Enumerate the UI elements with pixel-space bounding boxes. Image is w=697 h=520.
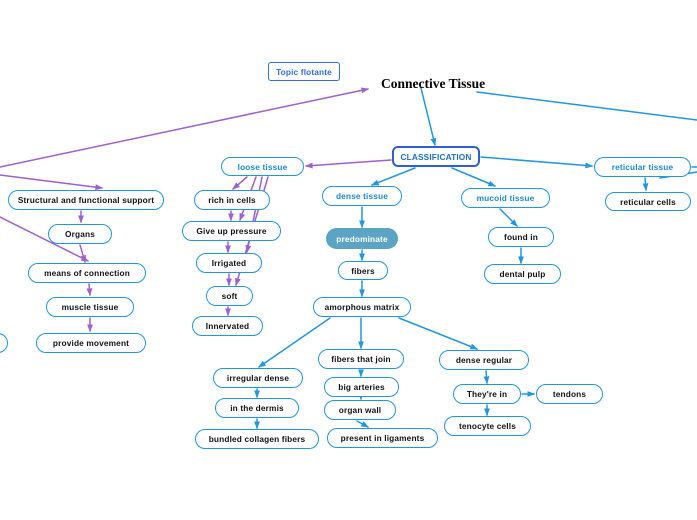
node-label: mucoid tissue <box>476 193 535 203</box>
mindmap-node-muscle-tissue[interactable]: muscle tissue <box>46 297 134 317</box>
edge-classification-to-dense-tissue[interactable] <box>370 167 416 186</box>
node-label: Topic flotante <box>276 66 332 77</box>
edge-classification-to-loose-tissue[interactable] <box>304 159 392 169</box>
edge-offscreen-left-2-to-means-connection[interactable] <box>0 216 90 262</box>
edge-classification-to-mucoid-tissue[interactable] <box>451 167 497 187</box>
node-label: fibers <box>351 265 375 276</box>
mindmap-node-means-connection[interactable]: means of connection <box>28 263 146 283</box>
node-label: dense tissue <box>335 191 389 201</box>
mindmap-node-loose-tissue[interactable]: loose tissue <box>221 157 304 176</box>
node-label: provide movement <box>52 338 130 348</box>
edge-reticular-tissue-to-reticular-cells[interactable] <box>642 177 649 192</box>
mindmap-node-dense-tissue[interactable]: dense tissue <box>322 186 402 206</box>
mindmap-node-theyre-in[interactable]: They're in <box>453 384 521 404</box>
page-title: Connective Tissue <box>381 76 486 91</box>
mindmap-node-fibers[interactable]: fibers <box>338 261 388 280</box>
mindmap-node-organ-wall[interactable]: organ wall <box>324 400 396 420</box>
node-label: dental pulp <box>499 269 546 279</box>
node-label: in the dermis <box>230 403 284 413</box>
mindmap-node-dental-pulp[interactable]: dental pulp <box>484 264 561 284</box>
node-label: loose tissue <box>237 161 288 172</box>
node-label: They're in <box>466 389 508 399</box>
mindmap-node-innervated[interactable]: Innervated <box>192 316 263 336</box>
mindmap-node-amorphous-matrix[interactable]: amorphous matrix <box>313 297 411 317</box>
node-label: irregular dense <box>226 373 290 383</box>
edge-offscreen-left-to-structural-support[interactable] <box>0 174 104 191</box>
mindmap-node-reticular-cells[interactable]: reticular cells <box>605 192 691 211</box>
node-label: tenocyte cells <box>459 421 516 431</box>
mindmap-node-irregular-dense[interactable]: irregular dense <box>213 368 303 388</box>
edge-classification-to-reticular-tissue[interactable] <box>480 156 594 169</box>
edge-dense-regular-to-theyre-in[interactable] <box>483 370 490 385</box>
edge-amorphous-matrix-to-dense-regular[interactable] <box>398 317 479 350</box>
mindmap-node-predominate[interactable]: predominate <box>326 228 398 249</box>
node-label: CLASSIFICATION <box>400 151 472 162</box>
node-label: Structural and functional support <box>17 195 155 205</box>
edge-loose-tissue-to-rich-in-cells[interactable] <box>232 176 248 190</box>
mindmap-node-organs[interactable]: Organs <box>48 224 112 244</box>
edge-offscreen-left-to-title[interactable] <box>0 87 370 168</box>
node-label: soft <box>221 291 238 301</box>
node-label: Irrigated <box>211 258 247 268</box>
node-label: bundled collagen fibers <box>208 434 306 444</box>
node-label: predominate <box>336 233 388 244</box>
mindmap-node-big-arteries[interactable]: big arteries <box>324 377 399 397</box>
mindmap-node-tendons[interactable]: tendons <box>536 384 603 404</box>
node-label: Give up pressure <box>196 226 267 236</box>
mindmap-node-tenocyte-cells[interactable]: tenocyte cells <box>444 416 531 436</box>
node-label: big arteries <box>338 382 385 392</box>
mindmap-node-floating[interactable]: Topic flotante <box>268 62 340 81</box>
edge-title-to-offscreen-right-far[interactable] <box>476 91 697 121</box>
mindmap-node-give-up-pressure[interactable]: Give up pressure <box>182 221 281 241</box>
mindmap-node-mucoid-tissue[interactable]: mucoid tissue <box>461 188 550 208</box>
node-label: reticular cells <box>620 196 676 207</box>
mindmap-node-irrigated[interactable]: Irrigated <box>196 253 262 273</box>
node-label: rich in cells <box>208 195 256 205</box>
node-label: Innervated <box>205 321 250 331</box>
edge-mucoid-tissue-to-found-in[interactable] <box>499 208 518 227</box>
mindmap-node-in-the-dermis[interactable]: in the dermis <box>215 398 299 418</box>
mindmap-node-structural-support[interactable]: Structural and functional support <box>8 190 164 210</box>
mindmap-node-present-ligaments[interactable]: present in ligaments <box>327 428 438 448</box>
node-label: Organs <box>65 229 95 239</box>
mindmap-node-classification[interactable]: CLASSIFICATION <box>392 146 480 167</box>
mindmap-node-fibers-that-join[interactable]: fibers that join <box>318 349 404 369</box>
mindmap-node-found-in[interactable]: found in <box>488 227 554 247</box>
node-label: organ wall <box>338 405 382 415</box>
edge-organs-to-means-connection[interactable] <box>79 244 86 264</box>
edge-organ-wall-to-present-ligaments[interactable] <box>356 420 370 428</box>
mindmap-node-provide-movement[interactable]: provide movement <box>36 333 146 353</box>
node-label: reticular tissue <box>611 162 674 172</box>
node-label: means of connection <box>44 268 130 278</box>
mindmap-node-dense-regular[interactable]: dense regular <box>439 350 529 370</box>
node-label: found in <box>504 232 538 242</box>
edge-title-to-classification[interactable] <box>420 87 437 147</box>
node-label: present in ligaments <box>340 433 425 443</box>
mindmap-node-bundled-collagen[interactable]: bundled collagen fibers <box>195 429 319 449</box>
node-label: fibers that join <box>331 354 391 364</box>
mindmap-node-rich-in-cells[interactable]: rich in cells <box>194 190 270 210</box>
mindmap-node-reticular-tissue[interactable]: reticular tissue <box>594 157 691 177</box>
edge-amorphous-matrix-to-irregular-dense[interactable] <box>258 317 331 368</box>
node-label: amorphous matrix <box>324 302 400 312</box>
node-label: dense regular <box>455 355 513 365</box>
node-label: muscle tissue <box>61 302 119 312</box>
mindmap-node-soft[interactable]: soft <box>206 286 253 306</box>
node-label: tendons <box>552 389 587 399</box>
edge-means-connection-to-muscle-tissue[interactable] <box>86 283 93 297</box>
